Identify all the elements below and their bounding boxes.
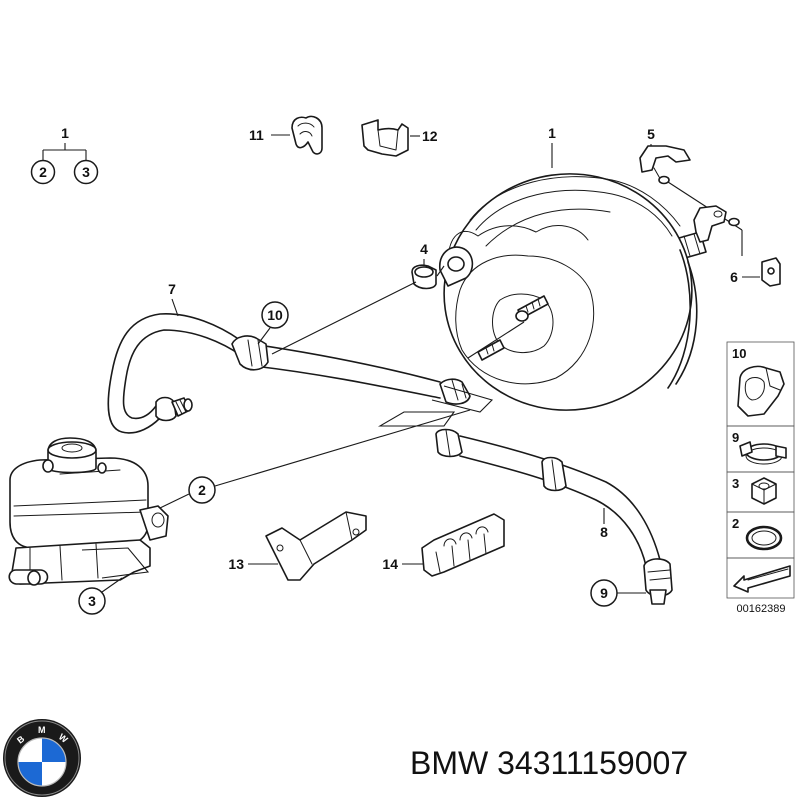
side-panel-cell-5 <box>726 557 795 599</box>
legend-child-b-label: 3 <box>82 164 90 180</box>
clip-label: 6 <box>730 269 738 285</box>
grommet-12-label: 12 <box>422 128 438 144</box>
legend-child-a-callout <box>30 159 56 185</box>
master-cylinder <box>8 437 169 586</box>
side-panel-label-2: 9 <box>732 430 739 445</box>
seal-ring-icon <box>745 525 783 551</box>
seal-callout: 2 <box>159 409 471 509</box>
clamp-callout-label: 10 <box>267 307 283 323</box>
grommet-12: 12 <box>361 119 438 157</box>
clamp-callout: 10 <box>257 301 289 345</box>
master-cyl-nut-callout-circle <box>78 587 106 615</box>
bmw-roundel-logo: B M W <box>3 719 81 797</box>
bracket-label: 5 <box>647 126 655 142</box>
holder-14: 14 <box>382 513 505 577</box>
side-panel: 10 9 3 2 001 <box>726 341 795 615</box>
arrow-pointer-icon <box>733 565 791 593</box>
clip-6: 6 <box>730 257 781 287</box>
holder-14-label: 14 <box>382 556 398 572</box>
hose-8: 8 <box>377 411 673 605</box>
sleeve-label: 4 <box>420 241 428 257</box>
caption-part-number: 34311159007 <box>497 745 689 781</box>
hose-end-label: 9 <box>600 585 608 601</box>
hose-7-label: 7 <box>168 281 176 297</box>
bracket-13-label: 13 <box>228 556 244 572</box>
grommet-11-label: 11 <box>249 127 264 143</box>
side-panel-label-3: 3 <box>732 476 739 491</box>
hose-8-label: 8 <box>600 524 608 540</box>
leader-line-stud <box>467 321 525 359</box>
hex-nut-icon <box>751 477 777 505</box>
diagram-id: 00162389 <box>737 603 786 615</box>
hose-band-icon <box>739 441 787 465</box>
bracket-5: 5 <box>639 126 743 256</box>
brake-booster: 1 <box>439 125 707 411</box>
legend-child-a-label: 2 <box>39 164 47 180</box>
hose-clamp-icon <box>737 365 785 417</box>
seal-callout-label: 2 <box>198 482 206 498</box>
clamp-callout-circle <box>261 301 289 329</box>
legend-parent-label: 1 <box>61 125 69 141</box>
master-cyl-nut-callout: 3 <box>78 577 123 615</box>
sleeve-4: 4 <box>411 241 445 290</box>
booster-label: 1 <box>548 125 556 141</box>
bracket-13: 13 <box>228 511 367 581</box>
legend-tree: 1 2 3 <box>30 125 99 185</box>
grommet-11: 11 <box>249 115 323 155</box>
leader-line-booster <box>271 281 417 355</box>
part-caption: BMW 34311159007 <box>410 738 790 788</box>
side-panel-label-1: 10 <box>732 346 746 361</box>
legend-child-b-callout <box>73 159 99 185</box>
master-cyl-nut-label: 3 <box>88 593 96 609</box>
caption-brand: BMW <box>410 745 489 781</box>
hose-7: 7 <box>107 281 494 434</box>
side-panel-label-4: 2 <box>732 516 739 531</box>
seal-callout-circle <box>188 476 216 504</box>
svg-text:B: B <box>15 733 27 745</box>
hose-end-callout: 9 <box>590 579 646 607</box>
svg-text:M: M <box>38 725 46 735</box>
